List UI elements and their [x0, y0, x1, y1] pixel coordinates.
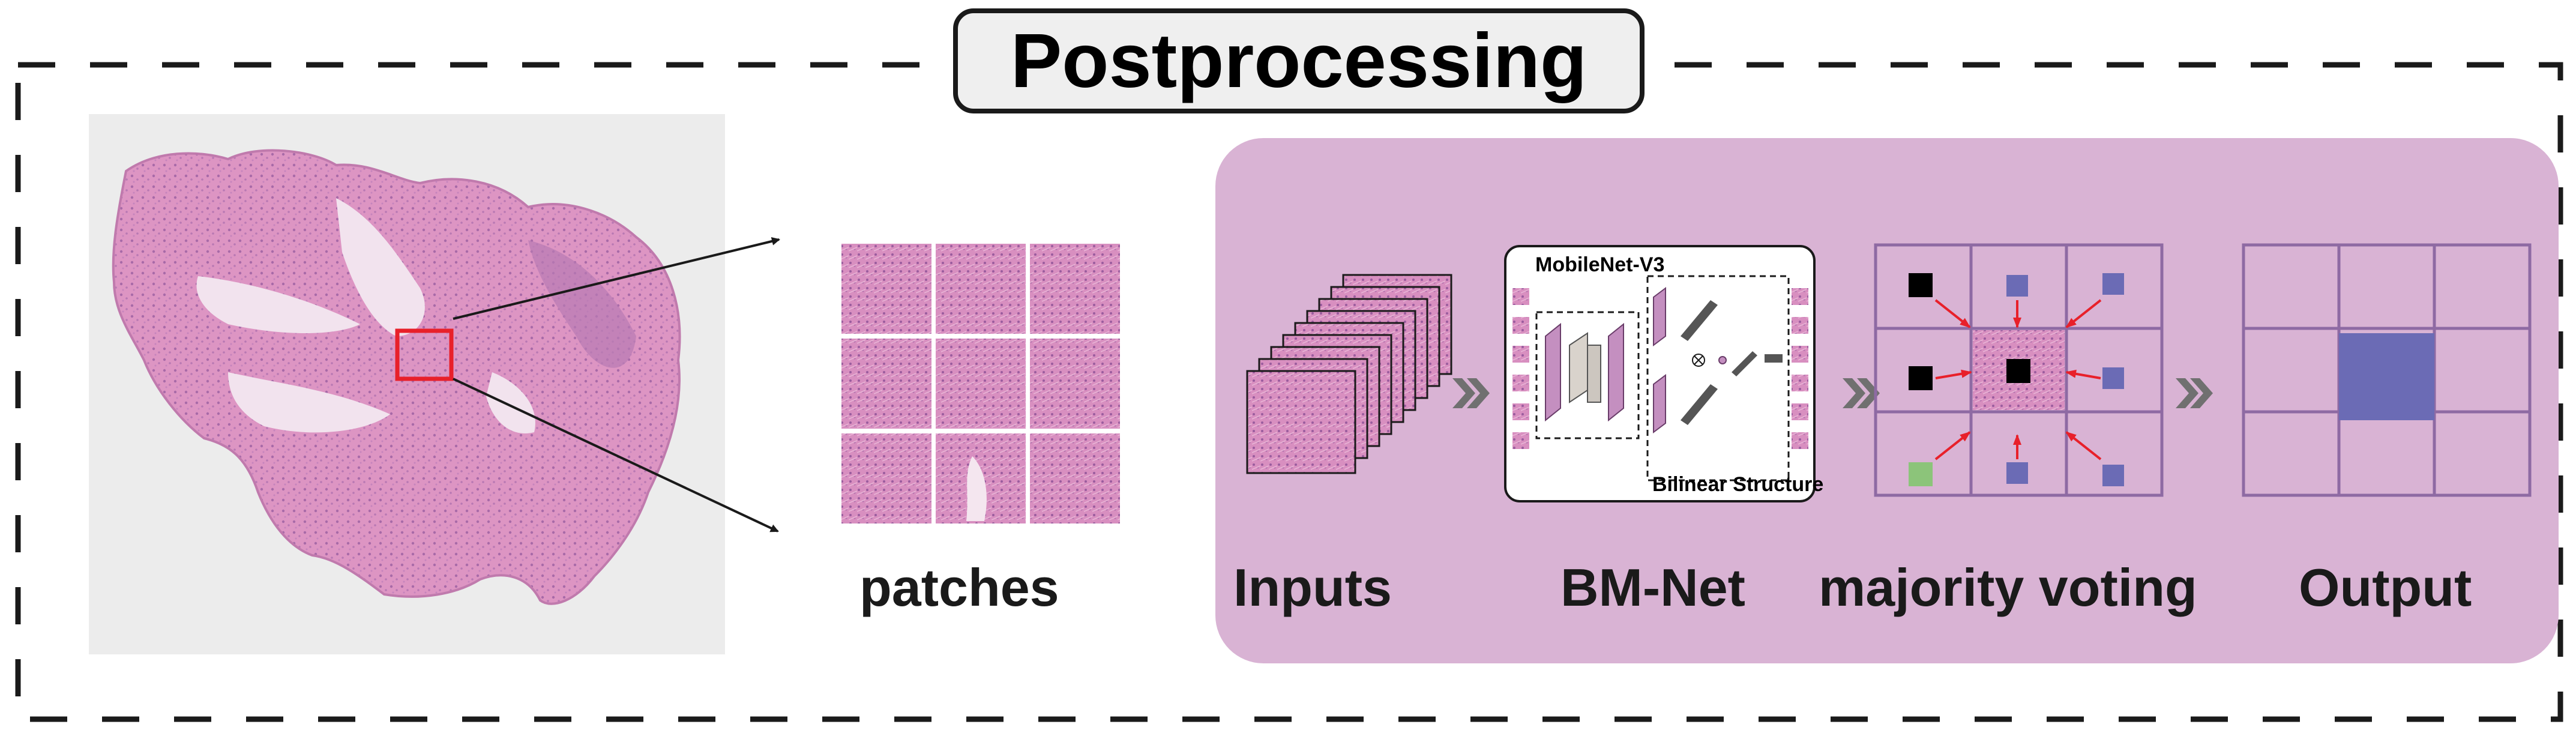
- vote-square: [1909, 462, 1933, 486]
- vote-square: [2102, 273, 2124, 295]
- dashed-frame: [15, 62, 2563, 722]
- output-label: Output: [2299, 558, 2472, 617]
- vote-square: [2006, 275, 2028, 297]
- vote-square: [1909, 366, 1933, 390]
- backbone-label: MobileNet-V3: [1535, 253, 1665, 276]
- vote-square: [2102, 465, 2124, 486]
- patches-grid: [837, 240, 1121, 529]
- zoom-arrow-top: [453, 237, 780, 320]
- vote-square: [2006, 462, 2028, 484]
- whole-slide-image: [89, 114, 725, 654]
- chevron-icon: [1452, 378, 1490, 408]
- bmnet-diagram: [1504, 245, 1816, 502]
- roi-highlight-box: [395, 328, 454, 381]
- majority-voting-label: majority voting: [1819, 558, 2197, 617]
- title: Postprocessing: [953, 8, 1645, 113]
- vote-square: [2006, 359, 2030, 383]
- zoom-arrow-bottom: [453, 378, 779, 532]
- output-cell: [2339, 333, 2434, 420]
- chevron-icon: [2176, 378, 2213, 408]
- bilinear-label: Bilinear Structure: [1652, 473, 1824, 496]
- patches-label: patches: [859, 558, 1059, 617]
- majority-voting-grid: [1874, 243, 2164, 497]
- inputs-label: Inputs: [1233, 558, 1392, 617]
- bmnet-label: BM-Net: [1560, 558, 1745, 617]
- vote-square: [1909, 273, 1933, 297]
- vote-square: [2102, 367, 2124, 389]
- output-grid: [2242, 243, 2532, 497]
- input-stack: [1246, 274, 1452, 474]
